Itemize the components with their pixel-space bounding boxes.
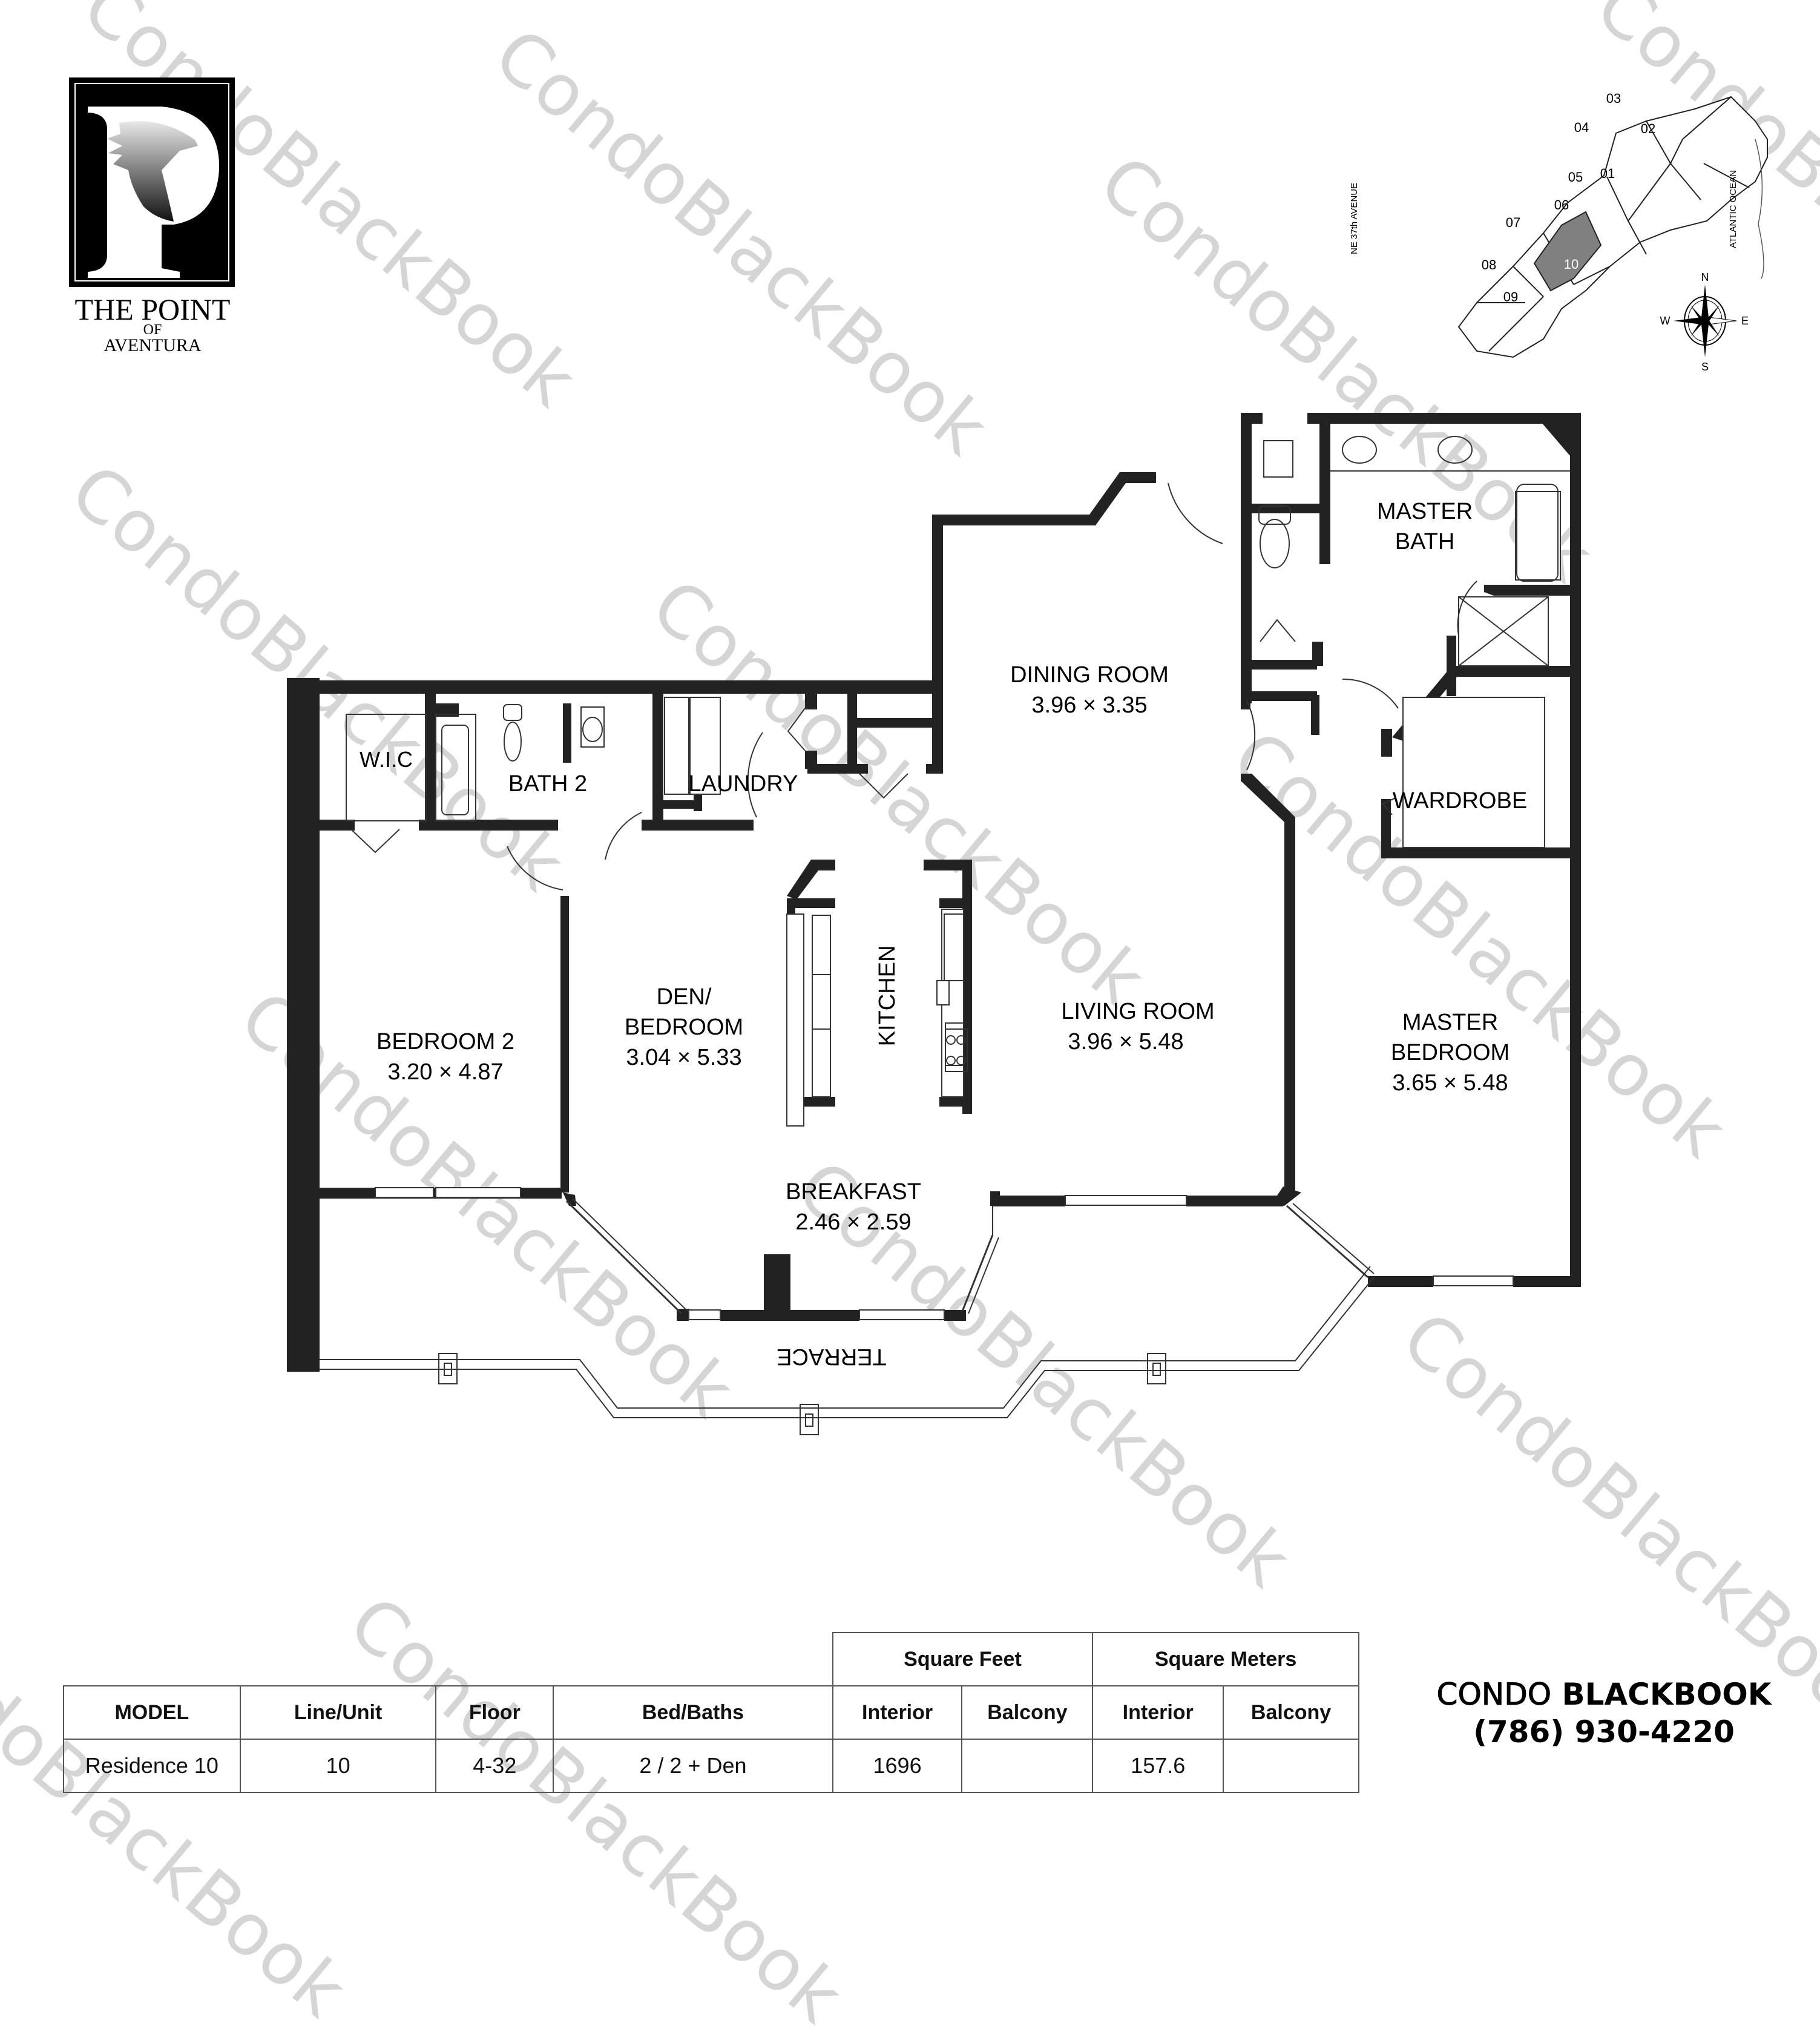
floor-plan (287, 413, 1581, 1435)
room-dims-den: 3.04 × 5.33 (626, 1045, 742, 1070)
table-row: Residence 10 10 4-32 2 / 2 + Den 1696 15… (63, 1739, 1359, 1793)
room-label-den: DEN/ (656, 984, 712, 1010)
cell-line-unit: 10 (239, 1739, 437, 1793)
col-sqm-interior: Interior (1092, 1685, 1224, 1740)
building-key-plan: 03 02 04 01 05 06 07 08 10 09 NE 37th AV… (1349, 91, 1768, 373)
shoreline (1755, 139, 1764, 279)
room-label-master-bedroom: MASTER (1402, 1010, 1499, 1035)
logo-title: THE POINT (74, 292, 231, 326)
svg-text:E: E (1741, 315, 1749, 327)
unit-01: 01 (1600, 166, 1615, 181)
compass-rose-icon: N S W E (1660, 271, 1749, 373)
logo-of: OF (143, 322, 162, 338)
svg-text:05: 05 (1568, 169, 1583, 185)
unit-spec-table: Square Feet Square Meters MODEL Line/Uni… (63, 1632, 1359, 1793)
room-label-master-bedroom-2: BEDROOM (1390, 1040, 1510, 1065)
col-sqft-balcony: Balcony (961, 1685, 1094, 1740)
cell-bed-baths: 2 / 2 + Den (553, 1739, 833, 1793)
svg-text:S: S (1701, 361, 1709, 373)
svg-text:03: 03 (1606, 91, 1621, 106)
cell-model: Residence 10 (63, 1739, 241, 1793)
svg-text:09: 09 (1503, 289, 1518, 304)
unit-03: 03 (1606, 91, 1621, 106)
room-label-bath2: BATH 2 (508, 771, 588, 797)
brand-phone[interactable]: (786) 930-4220 (1473, 1714, 1735, 1749)
room-label-master-bath-2: BATH (1395, 529, 1455, 554)
col-model: MODEL (63, 1685, 241, 1740)
room-label-laundry: LAUNDRY (688, 771, 798, 797)
brand-name-light: CONDO (1436, 1677, 1552, 1713)
highlighted-unit (1533, 211, 1602, 292)
room-dims-dining: 3.96 × 3.35 (1031, 693, 1148, 718)
unit-05: 05 (1568, 169, 1583, 185)
cell-sqft-interior: 1696 (832, 1739, 963, 1793)
unit-10: 10 (1564, 257, 1579, 272)
brand-name-bold: BLACKBOOK (1562, 1677, 1772, 1712)
col-line-unit: Line/Unit (239, 1685, 437, 1740)
ocean-label: ATLANTIC OCEAN (1728, 170, 1738, 248)
logo-mark (69, 77, 235, 287)
room-dims-living: 3.96 × 5.48 (1068, 1029, 1184, 1055)
brand-name: CONDO BLACKBOOK (1392, 1677, 1816, 1713)
unit-06: 06 (1554, 197, 1569, 212)
room-label-breakfast: BREAKFAST (786, 1179, 921, 1205)
svg-text:10: 10 (1564, 257, 1579, 272)
col-sqm-balcony: Balcony (1223, 1685, 1359, 1740)
logo-subtitle: AVENTURA (103, 335, 202, 355)
street-label: NE 37th AVENUE (1349, 183, 1359, 254)
cell-sqm-interior: 157.6 (1092, 1739, 1224, 1793)
room-label-bedroom2: BEDROOM 2 (376, 1029, 515, 1055)
room-label-living: LIVING ROOM (1061, 999, 1215, 1024)
room-label-dining: DINING ROOM (1010, 662, 1169, 688)
col-floor: Floor (435, 1685, 554, 1740)
cell-floor: 4-32 (435, 1739, 554, 1793)
col-bed-baths: Bed/Baths (553, 1685, 833, 1740)
unit-02: 02 (1641, 121, 1655, 136)
unit-08: 08 (1482, 257, 1496, 272)
unit-09: 09 (1503, 289, 1518, 304)
cell-sqft-balcony (961, 1739, 1094, 1793)
horse-p-icon (88, 107, 220, 278)
unit-04: 04 (1574, 120, 1589, 135)
room-dims-master-bedroom: 3.65 × 5.48 (1392, 1070, 1508, 1096)
svg-text:08: 08 (1482, 257, 1496, 272)
svg-text:06: 06 (1554, 197, 1569, 212)
room-label-wardrobe: WARDROBE (1392, 788, 1528, 814)
cell-sqm-balcony (1223, 1739, 1359, 1793)
room-label-master-bath: MASTER (1376, 499, 1473, 524)
room-dims-bedroom2: 3.20 × 4.87 (387, 1059, 504, 1085)
room-label-den-2: BEDROOM (624, 1015, 744, 1040)
svg-text:02: 02 (1641, 121, 1655, 136)
room-label-kitchen: KITCHEN (875, 945, 900, 1047)
header-square-meters: Square Meters (1092, 1632, 1359, 1686)
svg-text:W: W (1660, 315, 1671, 327)
header-square-feet: Square Feet (832, 1632, 1094, 1686)
room-label-terrace: TERRACE (777, 1344, 887, 1369)
svg-text:01: 01 (1600, 166, 1615, 181)
svg-text:N: N (1701, 271, 1709, 283)
unit-07: 07 (1506, 215, 1520, 230)
svg-text:07: 07 (1506, 215, 1520, 230)
room-dims-breakfast: 2.46 × 2.59 (795, 1209, 912, 1235)
col-sqft-interior: Interior (832, 1685, 963, 1740)
room-label-wic: W.I.C (360, 747, 413, 772)
svg-text:04: 04 (1574, 120, 1589, 135)
